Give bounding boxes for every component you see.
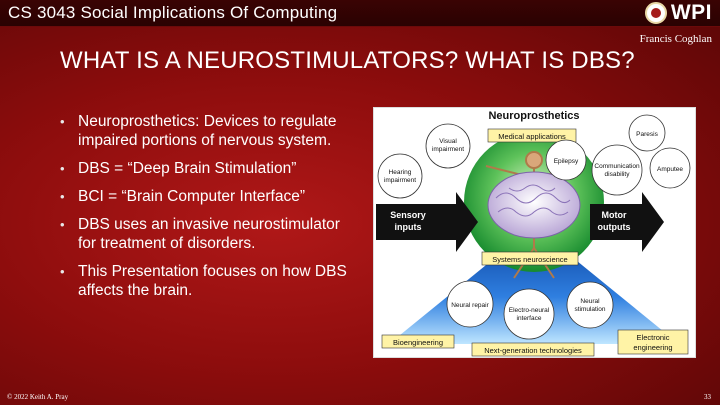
visual-impairment-label: Visual xyxy=(439,138,457,145)
electro-neural-interface-label: Electro-neural xyxy=(509,307,550,314)
brain-icon xyxy=(487,171,581,239)
electro-neural-interface-label-2: interface xyxy=(517,315,542,322)
neural-stimulation-circle xyxy=(566,281,614,329)
diagram-svg: Neuroprosthetics xyxy=(376,110,691,357)
bullet-text: BCI = “Brain Computer Interface” xyxy=(78,188,305,205)
course-title: CS 3043 Social Implications Of Computing xyxy=(8,3,338,22)
hearing-impairment-label-2: impairment xyxy=(384,177,416,184)
paresis-label: Paresis xyxy=(636,131,658,138)
bioengineering-box xyxy=(381,334,455,349)
bullet-dot-icon: • xyxy=(60,114,65,129)
wpi-logo: WPI xyxy=(644,1,712,25)
next-gen-technologies-label: Next-generation technologies xyxy=(484,346,582,355)
slide-title: WHAT IS A NEUROSTIMULATORS? WHAT IS DBS? xyxy=(60,47,635,74)
electronic-engineering-box xyxy=(617,329,689,355)
communication-disability-circle xyxy=(591,144,643,196)
sensory-inputs-label-2: inputs xyxy=(395,222,422,232)
page-number: 33 xyxy=(704,393,711,401)
amputee-circle xyxy=(649,147,691,189)
neural-stimulation-label-2: stimulation xyxy=(574,306,605,313)
wpi-logo-text: WPI xyxy=(670,1,712,24)
communication-disability-label: Communication xyxy=(594,163,640,170)
bullet-dot-icon: • xyxy=(60,189,65,204)
next-gen-technologies-box xyxy=(471,342,595,357)
motor-outputs-label: Motor xyxy=(602,210,627,220)
bullet-item: • BCI = “Brain Computer Interface” xyxy=(60,187,352,206)
neural-stimulation-label: Neural xyxy=(580,298,600,305)
neural-repair-circle xyxy=(446,280,494,328)
top-bar: CS 3043 Social Implications Of Computing… xyxy=(0,0,720,27)
neuroprosthetics-diagram: Neuroprosthetics xyxy=(373,107,696,358)
sensory-inputs-label: Sensory xyxy=(390,210,426,220)
motor-outputs-label-2: outputs xyxy=(598,222,631,232)
bullet-dot-icon: • xyxy=(60,264,65,279)
footer-copyright: © 2022 Keith A. Pray xyxy=(7,393,69,401)
systems-neuroscience-label: Systems neuroscience xyxy=(492,255,567,264)
medical-applications-label: Medical applications xyxy=(498,132,566,141)
bullet-text: DBS = “Deep Brain Stimulation” xyxy=(78,160,297,177)
neural-repair-label: Neural repair xyxy=(451,302,489,309)
electro-neural-interface-circle xyxy=(503,288,555,340)
visual-impairment-label-2: impairment xyxy=(432,146,464,153)
bullet-item: • Neuroprosthetics: Devices to regulate i… xyxy=(60,112,352,150)
bullet-text: DBS uses an invasive neurostimulator for… xyxy=(78,216,340,252)
figure-title: Neuroprosthetics xyxy=(488,110,579,122)
epilepsy-circle xyxy=(545,139,587,181)
bioengineering-label: Bioengineering xyxy=(393,338,443,347)
bullet-list: • Neuroprosthetics: Devices to regulate i… xyxy=(60,112,352,309)
hearing-impairment-label: Hearing xyxy=(389,169,412,176)
motor-outputs-arrow-icon xyxy=(590,192,664,252)
sensory-inputs-arrow-icon xyxy=(376,192,478,252)
visual-impairment-circle xyxy=(425,123,471,169)
author-name: Francis Coghlan xyxy=(639,33,712,45)
electronic-engineering-label: Electronic xyxy=(637,333,670,342)
paresis-circle xyxy=(628,114,666,152)
bullet-item: • DBS uses an invasive neurostimulator fo… xyxy=(60,215,352,253)
hearing-impairment-circle xyxy=(377,153,423,199)
medical-applications-box xyxy=(487,128,577,143)
bullet-text: This Presentation focuses on how DBS aff… xyxy=(78,263,347,299)
bullet-dot-icon: • xyxy=(60,161,65,176)
communication-disability-label-2: disability xyxy=(605,171,631,178)
amputee-label: Amputee xyxy=(657,166,683,173)
bullet-item: • This Presentation focuses on how DBS af… xyxy=(60,262,352,300)
wpi-seal-icon xyxy=(644,2,667,24)
epilepsy-label: Epilepsy xyxy=(554,158,579,165)
bullet-text: Neuroprosthetics: Devices to regulate im… xyxy=(78,113,337,149)
brain-folds-icon xyxy=(495,184,571,217)
systems-neuroscience-box xyxy=(481,251,579,266)
bullet-dot-icon: • xyxy=(60,217,65,232)
electronic-engineering-label-2: engineering xyxy=(633,343,672,352)
bullet-item: • DBS = “Deep Brain Stimulation” xyxy=(60,159,352,178)
